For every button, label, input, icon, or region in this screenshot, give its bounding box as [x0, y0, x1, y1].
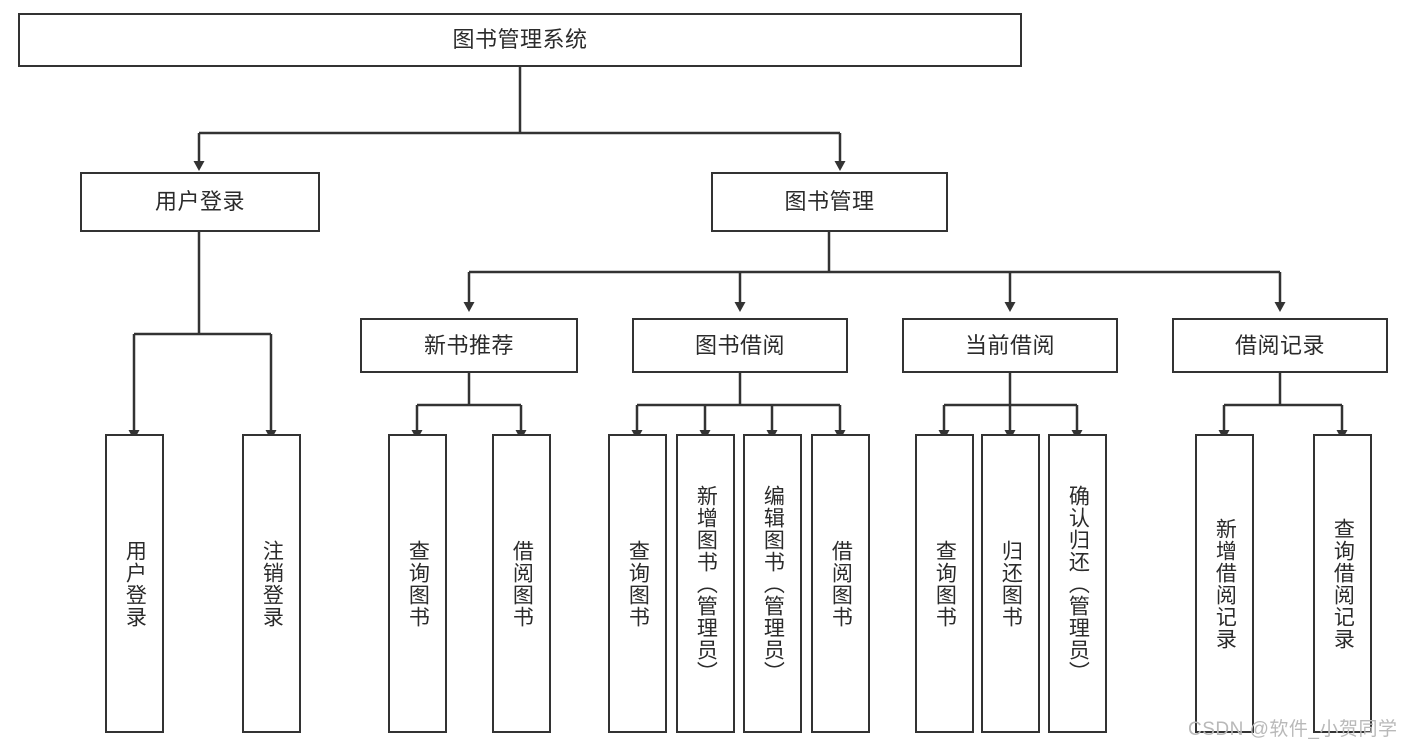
leaf-borrow-book-2-label: 借阅图书	[829, 539, 853, 628]
leaf-add-borrow-record-label: 新增借阅记录	[1213, 517, 1237, 650]
node-borrowing-records-label: 借阅记录	[1234, 332, 1325, 358]
leaf-edit-book-admin-label: 编辑图书（管理员）	[761, 484, 785, 683]
leaf-query-book-2[interactable]: 查询图书	[608, 434, 667, 733]
leaf-query-book-3[interactable]: 查询图书	[915, 434, 974, 733]
leaf-query-borrow-record[interactable]: 查询借阅记录	[1313, 434, 1372, 733]
leaf-borrow-book-2[interactable]: 借阅图书	[811, 434, 870, 733]
leaf-add-book-admin[interactable]: 新增图书（管理员）	[676, 434, 735, 733]
leaf-confirm-return-admin-label: 确认归还（管理员）	[1066, 484, 1090, 683]
node-book-borrowing[interactable]: 图书借阅	[632, 318, 848, 373]
root-node-library-management-system[interactable]: 图书管理系统	[18, 13, 1022, 67]
leaf-return-book[interactable]: 归还图书	[981, 434, 1040, 733]
node-book-management[interactable]: 图书管理	[711, 172, 948, 232]
leaf-borrow-book-1[interactable]: 借阅图书	[492, 434, 551, 733]
leaf-query-book-1[interactable]: 查询图书	[388, 434, 447, 733]
node-current-borrowing[interactable]: 当前借阅	[902, 318, 1118, 373]
node-borrowing-records[interactable]: 借阅记录	[1172, 318, 1388, 373]
leaf-edit-book-admin[interactable]: 编辑图书（管理员）	[743, 434, 802, 733]
node-book-borrowing-label: 图书借阅	[694, 332, 785, 358]
node-user-login[interactable]: 用户登录	[80, 172, 320, 232]
leaf-logout-label: 注销登录	[260, 539, 284, 628]
leaf-confirm-return-admin[interactable]: 确认归还（管理员）	[1048, 434, 1107, 733]
node-user-login-label: 用户登录	[154, 189, 245, 215]
leaf-query-book-1-label: 查询图书	[406, 539, 430, 628]
leaf-query-book-3-label: 查询图书	[933, 539, 957, 628]
leaf-add-borrow-record[interactable]: 新增借阅记录	[1195, 434, 1254, 733]
leaf-query-book-2-label: 查询图书	[626, 539, 650, 628]
node-new-book-recommendation[interactable]: 新书推荐	[360, 318, 578, 373]
root-node-label: 图书管理系统	[452, 27, 588, 53]
leaf-return-book-label: 归还图书	[999, 539, 1023, 628]
leaf-user-login-label: 用户登录	[123, 539, 147, 628]
node-new-book-recommendation-label: 新书推荐	[423, 332, 514, 358]
csdn-watermark: CSDN @软件_小贺同学	[1188, 719, 1398, 740]
leaf-borrow-book-1-label: 借阅图书	[510, 539, 534, 628]
leaf-add-book-admin-label: 新增图书（管理员）	[694, 484, 718, 683]
node-current-borrowing-label: 当前借阅	[964, 332, 1055, 358]
leaf-query-borrow-record-label: 查询借阅记录	[1331, 517, 1355, 650]
node-book-management-label: 图书管理	[784, 189, 875, 215]
leaf-logout[interactable]: 注销登录	[242, 434, 301, 733]
leaf-user-login[interactable]: 用户登录	[105, 434, 164, 733]
